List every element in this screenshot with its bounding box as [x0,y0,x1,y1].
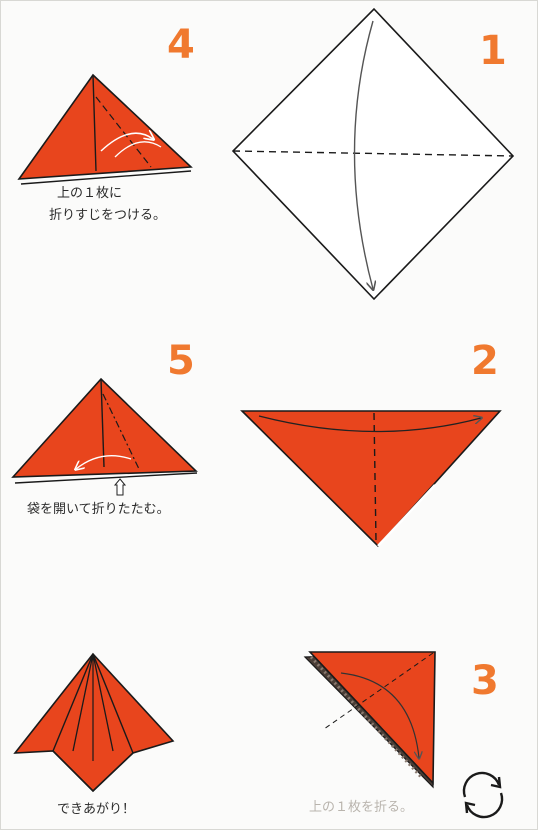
step-number-5: 5 [167,341,195,381]
step-4-diagram [19,75,191,184]
push-arrow-icon [115,479,125,495]
step-number-4: 4 [167,25,195,65]
finished-caption: できあがり！ [57,801,135,819]
finished-diagram [15,654,173,791]
step-5-diagram [13,379,197,495]
step-4-caption-line-1: 上の１枚に [57,185,122,203]
step-3-diagram [305,652,435,787]
step-2-diagram [242,411,500,546]
step-3-caption: 上の１枚を折る。 [309,799,413,817]
step-1-diagram [233,9,513,299]
step-5-caption: 袋を開いて折りたたむ。 [27,501,170,519]
step-number-3: 3 [471,661,499,701]
step-number-1: 1 [479,31,507,71]
flip-over-icon [455,767,511,823]
step-4-caption-line-2: 折りすじをつける。 [49,207,166,225]
step-number-2: 2 [471,341,499,381]
